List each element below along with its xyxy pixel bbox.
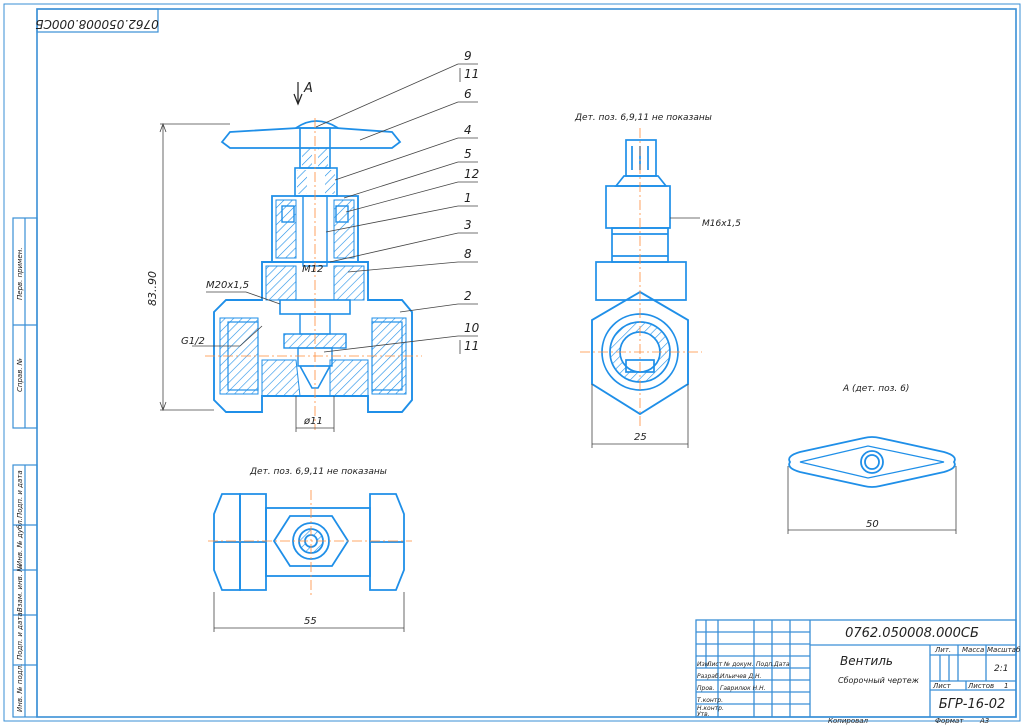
side-label-7: Инв. № подл.: [16, 664, 24, 712]
pos-12: 12: [464, 167, 479, 181]
dim-thread-stem: М12: [302, 264, 323, 275]
row-name-2: Гаврилюк Н.Н.: [720, 685, 766, 692]
title-block: [695, 619, 1017, 718]
dim-top-width: 55: [304, 616, 317, 627]
dim-side-width: 25: [634, 432, 647, 443]
side-stamp-labels: Перв. примен. Справ. № Подп. и дата Инв.…: [16, 247, 24, 712]
pos-6: 6: [464, 87, 472, 101]
dim-handle-width: 50: [866, 519, 879, 530]
pos-1: 1: [464, 191, 472, 205]
dim-thread-body: М20х1,5: [206, 280, 249, 291]
corner-stamp: 0762.050008.000СБ: [35, 17, 159, 31]
title-scale: 2:1: [994, 664, 1008, 674]
pos-11a: 11: [464, 67, 479, 81]
top-note: Дет. поз. 6,9,11 не показаны: [249, 467, 387, 477]
side-label-2: Справ. №: [16, 358, 24, 392]
dim-height: 83..90: [146, 271, 159, 306]
pos-10: 10: [464, 321, 480, 335]
row-role-5: Утв.: [697, 711, 710, 718]
copied-label: Копировал: [828, 717, 869, 725]
side-label-4: Инв. № дубл.: [16, 518, 24, 566]
main-section-view: [205, 118, 422, 430]
side-stamp: [12, 217, 38, 718]
row-role-1: Разраб.: [697, 673, 721, 680]
title-code: 0762.050008.000СБ: [845, 626, 979, 641]
inner-frame: [36, 8, 1017, 718]
header-date: Дата: [773, 661, 790, 668]
title-name: Вентиль: [840, 654, 893, 668]
header-sign: Подп.: [756, 661, 774, 668]
pos-8: 8: [464, 247, 472, 261]
handwheel: [220, 127, 402, 149]
side-label-1: Перв. примен.: [16, 247, 24, 300]
valve-body: [213, 261, 413, 413]
title-scale-label: Масштаб: [987, 646, 1021, 654]
handle-dimensions: [787, 466, 957, 534]
view-arrow-label: А: [303, 81, 313, 96]
pos-5: 5: [464, 147, 472, 161]
pos-4: 4: [464, 123, 472, 137]
top-dimensions: [213, 592, 405, 632]
side-note: Дет. поз. 6,9,11 не показаны: [574, 113, 712, 123]
header-doc: № докум.: [723, 661, 754, 668]
title-org: БГР-16-02: [939, 697, 1005, 712]
side-label-6: Подп. и дата: [16, 612, 24, 660]
format-label: Формат: [935, 717, 964, 725]
side-label-5: Взам. инв. №: [16, 564, 24, 612]
dim-side-thread: М16х1,5: [702, 219, 741, 229]
row-role-4: Н.контр.: [697, 705, 724, 712]
handle-view-label: А (дет. поз. 6): [842, 384, 909, 394]
main-dimensions: [159, 122, 335, 432]
pos-2: 2: [464, 289, 472, 303]
top-view: [213, 493, 405, 591]
leader-lines: [315, 63, 478, 354]
side-label-3: Подп. и дата: [16, 470, 24, 518]
position-numbers: 9 11 6 4 5 12 1 3 8 2 10 11: [464, 49, 480, 353]
row-role-3: Т.контр.: [697, 697, 723, 704]
header-list: Лист: [706, 661, 723, 668]
outer-border: [3, 3, 1021, 722]
title-sheets-count: 1: [1004, 682, 1008, 690]
format-value: А3: [979, 717, 989, 725]
handle-view: [788, 436, 956, 488]
title-sheet: Лист: [932, 682, 952, 690]
title-sheets: Листов: [967, 682, 994, 690]
title-lit: Лит.: [934, 646, 951, 654]
header-izm: Изм.: [697, 661, 711, 668]
title-mass: Масса: [962, 646, 984, 654]
side-dimensions: [591, 217, 700, 448]
pos-11b: 11: [464, 339, 479, 353]
pos-9: 9: [464, 49, 472, 63]
pos-3: 3: [464, 218, 472, 232]
row-role-2: Пров.: [697, 685, 715, 692]
dim-diameter: ø11: [303, 416, 323, 427]
corner-stamp-box: [36, 8, 159, 33]
title-subtitle: Сборочный чертеж: [838, 676, 920, 685]
dim-pipe: G1/2: [181, 336, 205, 347]
view-arrow: А: [293, 81, 313, 106]
row-name-1: Ильичев Д.Н.: [720, 673, 762, 680]
